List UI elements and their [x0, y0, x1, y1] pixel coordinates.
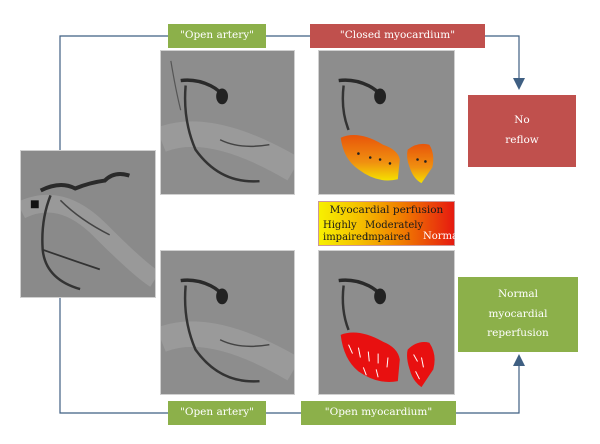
legend-highly-impaired: Highly impaired — [323, 220, 369, 243]
normal-perfusion-region-right — [407, 342, 435, 388]
impaired-perfusion-region-right — [407, 143, 434, 184]
connector-top-left — [59, 35, 168, 150]
connector-bottom-right — [456, 354, 525, 414]
connector-bottom-left — [59, 298, 168, 414]
open-myocardium-angiogram — [318, 250, 455, 395]
open-artery-bottom-angiogram — [160, 250, 295, 395]
connector-top-right — [485, 35, 525, 90]
legend-moderately-impaired: Moderately impaired — [365, 220, 424, 243]
open-artery-bottom-label: "Open artery" — [168, 401, 266, 425]
perfusion-legend: Myocardial perfusion Highly impaired Mod… — [318, 201, 461, 246]
legend-title: Myocardial perfusion — [329, 204, 444, 216]
closed-myocardium-angiogram — [318, 50, 455, 195]
open-myocardium-label: "Open myocardium" — [301, 401, 456, 425]
closed-myocardium-label: "Closed myocardium" — [310, 24, 485, 48]
no-reflow-outcome: No reflow — [468, 95, 576, 167]
baseline-angiogram — [20, 150, 156, 298]
normal-reperfusion-outcome: Normal myocardial reperfusion — [458, 277, 578, 352]
open-artery-top-label: "Open artery" — [168, 24, 266, 48]
open-artery-top-angiogram — [160, 50, 295, 195]
normal-perfusion-region-left — [340, 332, 400, 383]
legend-normal: Normal — [423, 231, 462, 242]
